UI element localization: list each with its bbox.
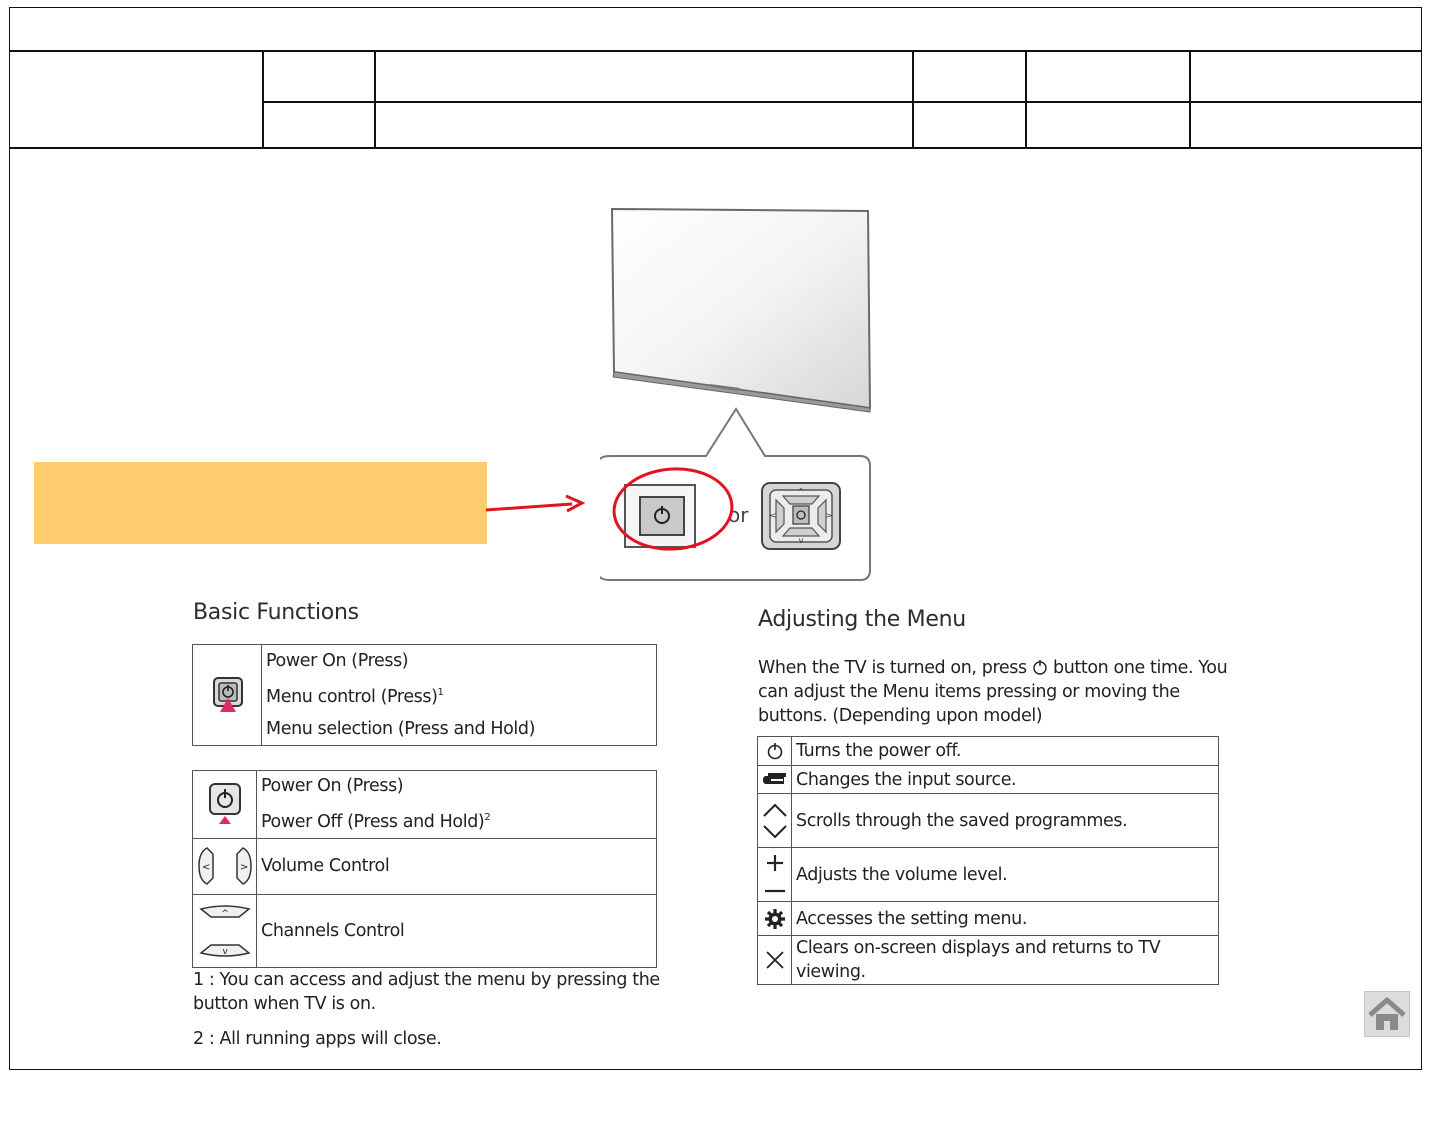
- icon-cell: [757, 793, 792, 848]
- icon-cell: [757, 736, 792, 766]
- input-source-icon: [762, 772, 786, 784]
- text-cell: Power On (Press) Menu control (Press)1 M…: [261, 644, 657, 746]
- header-col-divider: [912, 51, 914, 148]
- text-cell: Turns the power off.: [791, 736, 1219, 766]
- table-row: Clears on-screen displays and returns to…: [757, 935, 1219, 985]
- svg-text:^: ^: [221, 909, 228, 919]
- plus-minus-icon: [764, 854, 785, 892]
- text-cell: Channels Control: [256, 893, 657, 968]
- text-cell: Scrolls through the saved programmes.: [791, 793, 1219, 848]
- icon-cell: ^ v: [192, 893, 257, 968]
- power-icon: [1033, 660, 1047, 675]
- pointer-arrow-icon: [486, 494, 586, 513]
- table-row: ^ v Channels Control: [192, 893, 657, 968]
- svg-text:>: >: [826, 511, 833, 520]
- svg-text:>: >: [240, 862, 248, 873]
- icon-cell: [757, 901, 792, 936]
- callout-box: [34, 462, 487, 544]
- header-rule-middle: [262, 101, 1422, 103]
- footnote-2: 2 : All running apps will close.: [193, 1029, 442, 1049]
- icon-cell: [757, 935, 792, 985]
- table-row: Scrolls through the saved programmes.: [757, 793, 1219, 848]
- row-text: Power On (Press): [261, 776, 404, 796]
- row-text: Menu selection (Press and Hold): [266, 718, 536, 739]
- header-col-divider: [262, 51, 264, 148]
- basic-functions-table-1: Power On (Press) Menu control (Press)1 M…: [192, 644, 657, 746]
- adjusting-menu-table: Turns the power off. Changes the input s…: [757, 736, 1219, 985]
- table-row: < > Volume Control: [192, 837, 657, 895]
- channel-arrows-icon: ^ v: [198, 905, 251, 957]
- up-down-chevron-icon: [762, 803, 787, 838]
- text-cell: Volume Control: [256, 837, 657, 895]
- text-cell: Adjusts the volume level.: [791, 847, 1219, 902]
- svg-text:v: v: [222, 947, 228, 957]
- home-button[interactable]: [1364, 991, 1410, 1037]
- header-col-divider: [1025, 51, 1027, 148]
- svg-text:<: <: [770, 511, 777, 520]
- power-icon: [767, 743, 782, 760]
- adjusting-menu-intro: When the TV is turned on, press button o…: [758, 658, 1228, 726]
- text-cell: Accesses the setting menu.: [791, 901, 1219, 936]
- row-text: Power Off (Press and Hold)2: [261, 811, 491, 832]
- basic-functions-table-2: Power On (Press) Power Off (Press and Ho…: [192, 770, 657, 968]
- gear-icon: [764, 908, 785, 929]
- svg-text:v: v: [799, 536, 804, 545]
- table-row: Accesses the setting menu.: [757, 901, 1219, 936]
- svg-text:<: <: [202, 862, 210, 873]
- table-row: Power On (Press) Power Off (Press and Ho…: [192, 770, 657, 839]
- highlight-circle: [612, 467, 734, 551]
- joystick-power-icon: [213, 676, 243, 712]
- icon-cell: [757, 765, 792, 794]
- close-icon: [765, 951, 784, 969]
- icon-cell: < >: [192, 837, 257, 895]
- volume-arrows-icon: < >: [197, 847, 252, 886]
- icon-cell: [192, 644, 262, 746]
- table-row: Adjusts the volume level.: [757, 847, 1219, 902]
- table-row: Power On (Press) Menu control (Press)1 M…: [192, 644, 657, 746]
- text-cell: Clears on-screen displays and returns to…: [791, 935, 1219, 985]
- icon-cell: [757, 847, 792, 902]
- text-cell: Power On (Press) Power Off (Press and Ho…: [256, 770, 657, 839]
- row-text: Menu control (Press)1: [266, 686, 444, 707]
- row-text: Power On (Press): [266, 651, 409, 671]
- header-col-divider: [1189, 51, 1191, 148]
- tv-illustration: ^ v < > or: [600, 207, 872, 581]
- svg-text:^: ^: [798, 487, 805, 496]
- power-button-icon: [208, 783, 241, 825]
- footnote-1: 1 : You can access and adjust the menu b…: [193, 970, 660, 1014]
- page-frame: [9, 7, 1422, 1070]
- text-cell: Changes the input source.: [791, 765, 1219, 794]
- header-col-divider: [374, 51, 376, 148]
- adjusting-menu-title: Adjusting the Menu: [758, 607, 966, 632]
- table-row: Turns the power off.: [757, 736, 1219, 766]
- table-row: Changes the input source.: [757, 765, 1219, 794]
- home-icon: [1368, 997, 1406, 1030]
- header-rule-bottom: [9, 147, 1422, 149]
- basic-functions-title: Basic Functions: [193, 600, 359, 625]
- header-rule-top: [9, 50, 1422, 52]
- icon-cell: [192, 770, 257, 839]
